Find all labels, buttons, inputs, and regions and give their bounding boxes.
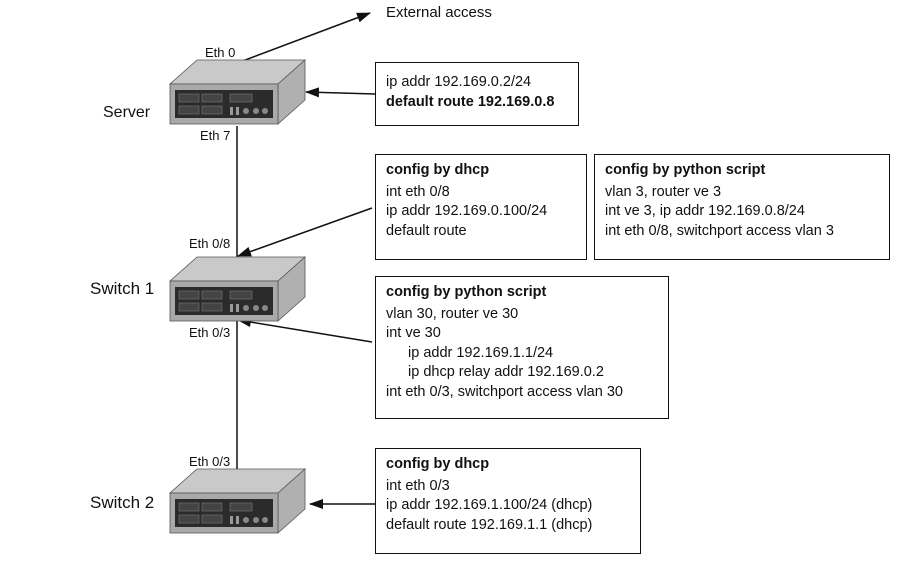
switch2-dhcp-line-1: int eth 0/3 <box>386 477 450 494</box>
switch2-dhcp-line-3: default route 192.169.1.1 (dhcp) <box>386 516 593 533</box>
switch2-label: Switch 2 <box>90 493 155 512</box>
switch2-device <box>169 468 306 534</box>
server-config-box: ip addr 192.169.0.2/24 default route 192… <box>375 62 579 126</box>
server-device <box>169 59 306 125</box>
external-access-label: External access <box>386 4 492 21</box>
switch1-dhcp-arrow <box>237 207 373 257</box>
switch1-python-bottom-line-1: vlan 30, router ve 30 <box>386 305 519 322</box>
switch1-dhcp-box: config by dhcp int eth 0/8 ip addr 192.1… <box>375 154 587 260</box>
server-label: Server <box>103 104 151 121</box>
switch1-port-top: Eth 0/8 <box>189 236 231 251</box>
switch1-dhcp-title: config by dhcp <box>386 162 490 178</box>
switch1-python-top-line-3: int eth 0/8, switchport access vlan 3 <box>605 222 834 239</box>
switch1-python-bottom-line-3: ip addr 192.169.1.1/24 <box>408 344 554 361</box>
switch1-dhcp-line-1: int eth 0/8 <box>386 183 450 200</box>
switch1-label: Switch 1 <box>90 279 155 298</box>
server-port-top: Eth 0 <box>205 45 236 60</box>
server-config-line-2: default route 192.169.0.8 <box>386 93 555 110</box>
switch2-dhcp-line-2: ip addr 192.169.1.100/24 (dhcp) <box>386 497 593 513</box>
switch1-python-bottom-line-5: int eth 0/3, switchport access vlan 30 <box>386 383 623 400</box>
switch1-device <box>169 256 306 322</box>
switch1-python-arrow <box>237 317 373 343</box>
switch1-python-bottom-line-2: int ve 30 <box>386 325 441 341</box>
switch1-python-top-line-2: int ve 3, ip addr 192.169.0.8/24 <box>605 203 805 219</box>
switch1-port-bottom: Eth 0/3 <box>189 325 231 340</box>
switch2-port-top: Eth 0/3 <box>189 454 231 469</box>
external-access-arrow <box>239 12 371 63</box>
switch1-python-top-title: config by python script <box>605 162 766 178</box>
switch1-dhcp-line-3: default route <box>386 222 467 239</box>
switch1-python-top-line-1: vlan 3, router ve 3 <box>605 183 722 200</box>
server-config-arrow <box>305 87 376 98</box>
switch1-dhcp-line-2: ip addr 192.169.0.100/24 <box>386 203 548 219</box>
switch1-python-bottom-box: config by python script vlan 30, router … <box>375 276 669 419</box>
switch1-python-bottom-line-4: ip dhcp relay addr 192.169.0.2 <box>408 364 604 380</box>
switch2-dhcp-box: config by dhcp int eth 0/3 ip addr 192.1… <box>375 448 641 554</box>
server-config-line-1: ip addr 192.169.0.2/24 <box>386 74 532 90</box>
switch1-python-bottom-title: config by python script <box>386 284 547 300</box>
switch2-dhcp-title: config by dhcp <box>386 456 490 472</box>
switch1-python-top-box: config by python script vlan 3, router v… <box>594 154 890 260</box>
server-port-bottom: Eth 7 <box>200 128 231 143</box>
